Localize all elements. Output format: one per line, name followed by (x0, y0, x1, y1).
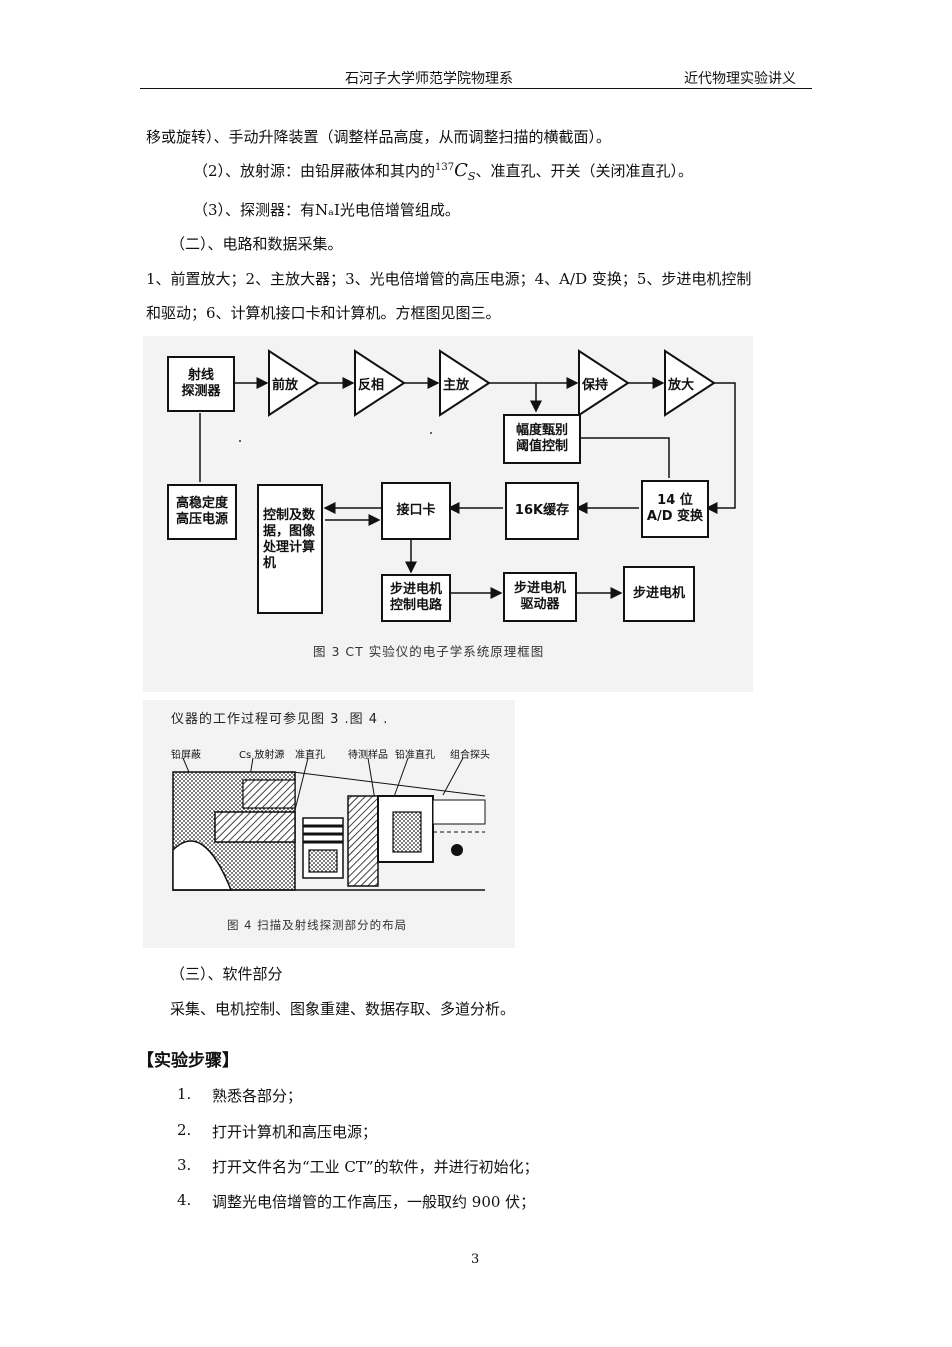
discriminator-box: 幅度甄别 阈值控制 (503, 414, 581, 464)
preamp-label: 前放 (272, 378, 299, 393)
hold-label: 保持 (582, 378, 609, 393)
step-2-text: 打开计算机和高压电源； (212, 1123, 378, 1141)
figure-4-label-3: 准直孔 (295, 750, 325, 761)
step-1-text: 熟悉各部分； (212, 1087, 303, 1105)
body-line-1: 移或旋转）、手动升降装置（调整样品高度，从而调整扫描的横截面）。 (146, 128, 612, 146)
step-3-number: 3. (177, 1156, 192, 1174)
isotope-mass: 137 (435, 162, 455, 173)
software-title: （三）、软件部分 (170, 965, 283, 983)
isotope-subscript: S (467, 170, 476, 183)
figure-4-intro: 仪器的工作过程可参见图 3 .图 4 . (171, 712, 389, 727)
interface-card-box: 接口卡 (381, 482, 451, 540)
software-text: 采集、电机控制、图象重建、数据存取、多道分析。 (170, 1000, 516, 1018)
mainamp-label: 主放 (443, 378, 470, 393)
header-left: 石河子大学师范学院物理系 (345, 71, 513, 87)
figure-3-caption: 图 3 CT 实验仪的电子学系统原理框图 (313, 644, 545, 659)
figure-3: 射线 探测器 前放 反相 主放 保持 放大 幅度甄别 阈值控制 高稳定度 高压电… (143, 336, 753, 692)
header-right: 近代物理实验讲义 (684, 71, 796, 87)
figure-3-lines (199, 349, 736, 599)
amp-label: 放大 (668, 378, 695, 393)
hv-supply-box: 高稳定度 高压电源 (167, 484, 237, 540)
figure-4-label-1: 铅屏蔽 (171, 750, 201, 761)
figure-4-drawing (172, 757, 486, 891)
computer-box: 控制及数 据，图像 处理计算 机 (257, 484, 323, 614)
figure-4-label-5: 铅准直孔 (395, 750, 435, 761)
step-2-number: 2. (177, 1121, 192, 1139)
body-line-2: （2）、放射源：由铅屏蔽体和其内的137CS、准直孔、开关（关闭准直孔）。 (193, 160, 693, 183)
figure-4-caption: 图 4 扫描及射线探测部分的布局 (227, 918, 408, 932)
body-line-6: 和驱动；6、计算机接口卡和计算机。方框图见图三。 (146, 304, 501, 322)
motor-driver-box: 步进电机 驱动器 (503, 572, 577, 622)
page-number: 3 (471, 1252, 480, 1267)
buffer-box: 16K缓存 (505, 482, 579, 540)
body-line-3: （3）、探测器：有NₐI光电倍增管组成。 (193, 201, 460, 219)
step-4-number: 4. (177, 1191, 192, 1209)
adc-box: 14 位 A/D 变换 (641, 480, 709, 538)
figure-4-label-2: Cs 放射源 (239, 750, 285, 761)
detector-box: 射线 探测器 (167, 356, 235, 412)
body-line-5: 1、前置放大；2、主放大器；3、光电倍增管的高压电源；4、A/D 变换；5、步进… (146, 270, 752, 288)
figure-4-label-6: 组合探头 (450, 750, 490, 761)
step-4-text: 调整光电倍增管的工作高压，一般取约 900 伏； (212, 1193, 536, 1211)
figure-4: 仪器的工作过程可参见图 3 .图 4 . 铅屏蔽 Cs 放射源 准直孔 待测样品… (143, 700, 515, 948)
figure-4-label-4: 待测样品 (348, 750, 388, 761)
stepper-motor-box: 步进电机 (623, 566, 695, 622)
motor-control-box: 步进电机 控制电路 (381, 574, 451, 622)
steps-heading: 【实验步骤】 (137, 1051, 239, 1071)
body-line-2-post: 、准直孔、开关（关闭准直孔）。 (475, 162, 693, 180)
step-1-number: 1. (177, 1085, 192, 1103)
header-rule (140, 88, 812, 89)
step-3-text: 打开文件名为“工业 CT”的软件，并进行初始化； (212, 1158, 539, 1176)
isotope-symbol: C (454, 160, 468, 181)
body-line-4: （二）、电路和数据采集。 (170, 235, 343, 253)
body-line-2-pre: （2）、放射源：由铅屏蔽体和其内的 (193, 162, 436, 180)
inverter-label: 反相 (358, 378, 385, 393)
